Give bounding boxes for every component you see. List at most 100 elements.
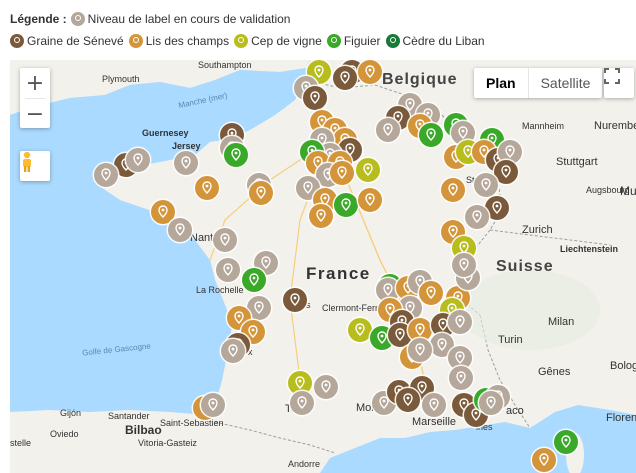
map-marker-figuier[interactable] <box>554 430 578 454</box>
map-marker-pending[interactable] <box>376 118 400 142</box>
legend: Légende : Niveau de label en cours de va… <box>10 8 630 52</box>
legend-lis-label: Lis des champs <box>145 34 230 48</box>
map-marker-pending[interactable] <box>452 253 476 277</box>
location-pin-icon <box>561 435 571 448</box>
map-marker-pending[interactable] <box>94 163 118 187</box>
map-marker-pending[interactable] <box>290 391 314 415</box>
map-marker-pending[interactable] <box>216 258 240 282</box>
map-marker-lis[interactable] <box>419 281 443 305</box>
map-marker-pending[interactable] <box>422 393 446 417</box>
location-pin-icon <box>459 258 469 271</box>
location-pin-icon <box>321 380 331 393</box>
location-pin-icon <box>223 263 233 276</box>
location-pin-icon <box>231 148 241 161</box>
map-marker-graine[interactable] <box>494 160 518 184</box>
legend-figuier-label: Figuier <box>343 34 381 48</box>
border-spain <box>214 421 336 454</box>
location-pin-icon <box>458 126 468 139</box>
legend-graine-label: Graine de Sénevé <box>27 34 124 48</box>
legend-cep-label: Cep de vigne <box>251 34 322 48</box>
location-pin-icon <box>175 223 185 236</box>
location-pin-icon <box>429 398 439 411</box>
border-swiss-north <box>489 229 611 246</box>
location-pin-icon <box>505 145 515 158</box>
map-marker-lis[interactable] <box>249 181 273 205</box>
map-marker-pending[interactable] <box>201 393 225 417</box>
location-pin-icon <box>208 398 218 411</box>
location-pin-icon <box>448 183 458 196</box>
location-pin-icon <box>415 343 425 356</box>
location-pin-icon <box>448 225 458 238</box>
map-marker-pending[interactable] <box>474 173 498 197</box>
map-marker-pending[interactable] <box>479 391 503 415</box>
zoom-in-button[interactable]: + <box>25 70 45 96</box>
location-pin-icon <box>341 198 351 211</box>
map-marker-pending[interactable] <box>408 338 432 362</box>
map-marker-lis[interactable] <box>309 204 333 228</box>
map-marker-pending[interactable] <box>247 296 271 320</box>
location-pin-icon <box>256 186 266 199</box>
bay-of-biscay <box>10 68 306 415</box>
location-pin-icon <box>310 91 320 104</box>
location-pin-icon <box>463 145 473 158</box>
map-type-plan-button[interactable]: Plan <box>486 75 516 91</box>
map-marker-pending[interactable] <box>168 218 192 242</box>
location-pin-icon <box>249 273 259 286</box>
fullscreen-button[interactable] <box>604 68 634 98</box>
legend-item-pending: Niveau de label en cours de validation <box>70 8 291 30</box>
legend-pending-label: Niveau de label en cours de validation <box>87 12 291 26</box>
legend-row-2: Graine de Sénevé Lis des champs Cep de v… <box>10 30 630 52</box>
map-marker-pending[interactable] <box>465 205 489 229</box>
map-marker-figuier[interactable] <box>224 143 248 167</box>
location-pin-icon <box>295 376 305 389</box>
legend-title: Légende : <box>10 12 67 26</box>
map-marker-figuier[interactable] <box>242 268 266 292</box>
map-canvas[interactable]: France Belgique Suisse Plymouth Southamp… <box>10 60 636 473</box>
map-marker-cep[interactable] <box>348 318 372 342</box>
location-pin-icon <box>385 303 395 316</box>
map-marker-lis[interactable] <box>408 318 432 342</box>
legend-item-lis: Lis des champs <box>128 30 230 52</box>
location-pin-icon <box>220 233 230 246</box>
map-marker-pending[interactable] <box>314 375 338 399</box>
map-marker-lis[interactable] <box>330 161 354 185</box>
location-pin-icon <box>261 256 271 269</box>
map-marker-graine[interactable] <box>333 66 357 90</box>
map-marker-pending[interactable] <box>213 228 237 252</box>
pegman-icon <box>23 151 31 172</box>
legend-item-cep: Cep de vigne <box>234 30 322 52</box>
location-pin-icon <box>383 283 393 296</box>
map-marker-lis[interactable] <box>441 178 465 202</box>
map-marker-graine[interactable] <box>303 86 327 110</box>
map-marker-cep[interactable] <box>356 158 380 182</box>
location-pin-icon <box>415 323 425 336</box>
location-pin-icon <box>355 323 365 336</box>
map-marker-pending[interactable] <box>126 148 150 172</box>
map-marker-figuier[interactable] <box>334 193 358 217</box>
map-marker-pending[interactable] <box>174 151 198 175</box>
location-pin-icon <box>377 331 387 344</box>
map-type-satellite-button[interactable]: Satellite <box>540 75 591 91</box>
map-marker-graine[interactable] <box>485 196 509 220</box>
map-marker-pending[interactable] <box>449 366 473 390</box>
location-pin-icon <box>340 71 350 84</box>
map-marker-lis[interactable] <box>195 176 219 200</box>
map-marker-lis[interactable] <box>532 448 556 472</box>
map-marker-graine[interactable] <box>283 288 307 312</box>
location-pin-icon <box>403 393 413 406</box>
location-pin-icon <box>395 328 405 341</box>
england-land <box>10 60 310 115</box>
map-marker-pending[interactable] <box>221 339 245 363</box>
street-view-pegman[interactable] <box>20 151 50 181</box>
map-marker-lis[interactable] <box>358 60 382 84</box>
map-marker-lis[interactable] <box>151 200 175 224</box>
location-pin-icon <box>479 145 489 158</box>
location-pin-icon <box>316 209 326 222</box>
map-marker-figuier[interactable] <box>419 123 443 147</box>
map-marker-pending[interactable] <box>448 310 472 334</box>
legend-item-figuier: Figuier <box>326 30 381 52</box>
ligurian-sea <box>530 405 636 473</box>
map-marker-graine[interactable] <box>396 388 420 412</box>
zoom-out-button[interactable]: − <box>25 101 45 127</box>
map-marker-lis[interactable] <box>358 188 382 212</box>
